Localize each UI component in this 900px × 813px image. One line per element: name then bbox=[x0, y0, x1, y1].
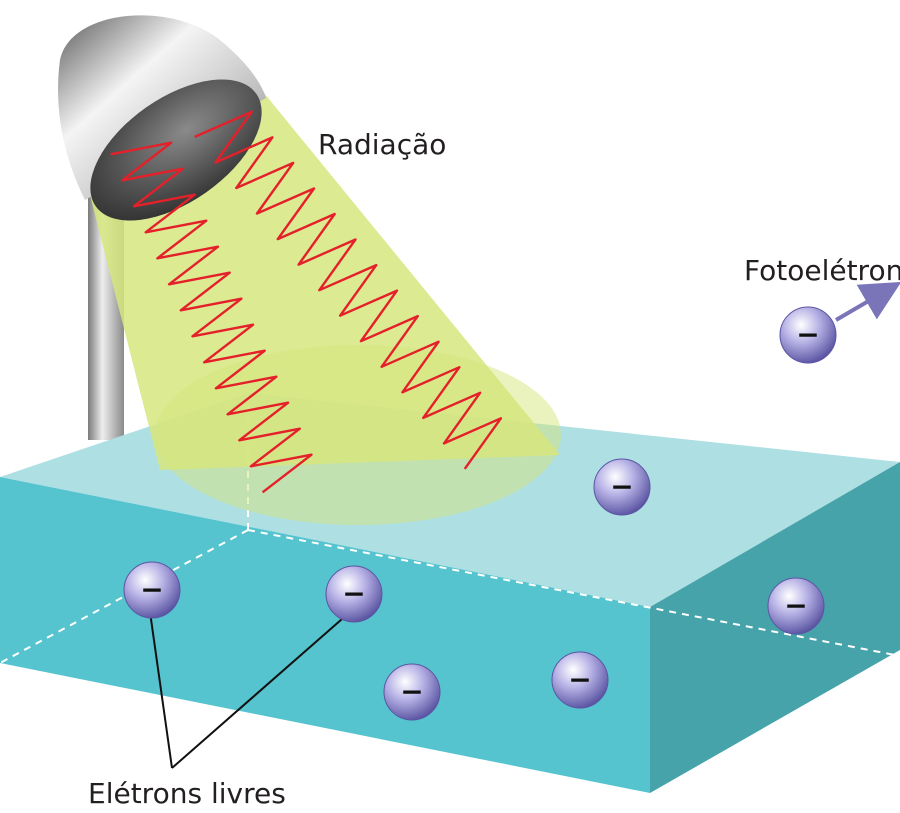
electron-icon: − bbox=[325, 565, 383, 623]
electron-sign: − bbox=[610, 470, 633, 503]
block-side-face bbox=[650, 462, 900, 793]
electron-icon: − bbox=[593, 458, 651, 516]
electron-sign: − bbox=[784, 589, 807, 622]
electron-icon: − bbox=[551, 651, 609, 709]
radiation-label: Radiação bbox=[318, 128, 446, 161]
free-electrons-label: Elétrons livres bbox=[88, 777, 286, 810]
electron-icon: − bbox=[123, 561, 181, 619]
pointer-line bbox=[149, 611, 173, 769]
electron-sign: − bbox=[796, 318, 819, 351]
electron-icon: − bbox=[383, 663, 441, 721]
arrow-icon bbox=[834, 281, 900, 322]
pointer-line bbox=[171, 611, 351, 769]
illuminated-spot bbox=[155, 345, 561, 525]
electron-sign: − bbox=[400, 675, 423, 708]
radiation-waves bbox=[110, 110, 503, 494]
electron-sign: − bbox=[140, 573, 163, 606]
photoelectron: − bbox=[779, 306, 837, 364]
electron-icon: − bbox=[767, 577, 825, 635]
hidden-edge-left bbox=[0, 529, 249, 664]
electron-sign: − bbox=[342, 577, 365, 610]
electron-sign: − bbox=[568, 663, 591, 696]
radiation-wave bbox=[110, 141, 313, 494]
photoelectron-label: Fotoelétron bbox=[744, 254, 900, 287]
lamp-icon bbox=[58, 15, 266, 221]
radiation-wave bbox=[194, 110, 503, 470]
hidden-edge-back bbox=[247, 529, 896, 656]
